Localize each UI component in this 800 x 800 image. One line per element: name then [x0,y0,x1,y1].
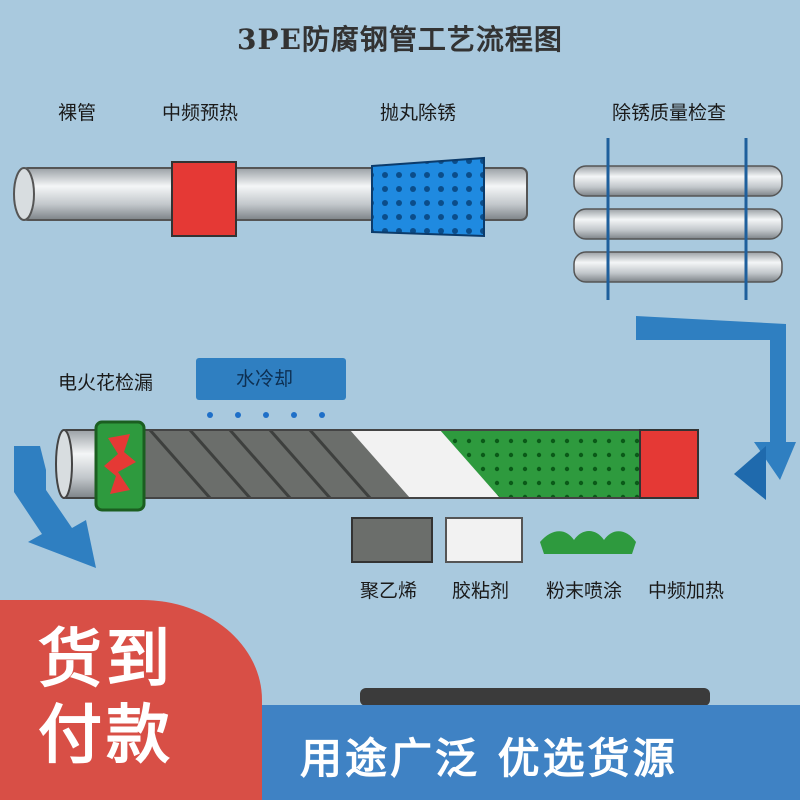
heating-coil [639,429,699,499]
label-polyethylene: 聚乙烯 [360,580,418,602]
preheat-coil [171,161,237,237]
rust-check-pipes [573,138,783,300]
next-stage-pipe [360,688,710,706]
coated-pipe [55,429,663,499]
shot-blast-chamber [371,156,485,238]
powder-icon [540,531,636,554]
label-bare-pipe: 裸管 [58,102,97,124]
label-shot-blast: 抛丸除锈 [380,102,457,124]
slogan-banner [262,705,800,800]
adhesive-block [445,517,523,563]
slogan-text: 用途广泛 优选货源 [300,734,678,783]
label-preheat: 中频预热 [162,102,239,124]
label-rust-check: 除锈质量检查 [612,102,727,124]
label-powder-spray: 粉末喷涂 [546,580,623,602]
down-arrow-icon [14,446,96,568]
label-adhesive: 胶粘剂 [452,580,510,602]
cod-text: 货到付款 [38,623,174,773]
label-heating: 中频加热 [648,580,725,602]
label-spark-test: 电火花检漏 [58,372,154,394]
cod-badge [0,600,262,800]
label-water-cool: 水冷却 [236,368,294,390]
curved-arrow-icon [636,316,796,500]
polyethylene-block [351,517,433,563]
spark-icon [104,434,136,494]
diagram-title: 3PE防腐钢管工艺流程图 [237,23,563,56]
